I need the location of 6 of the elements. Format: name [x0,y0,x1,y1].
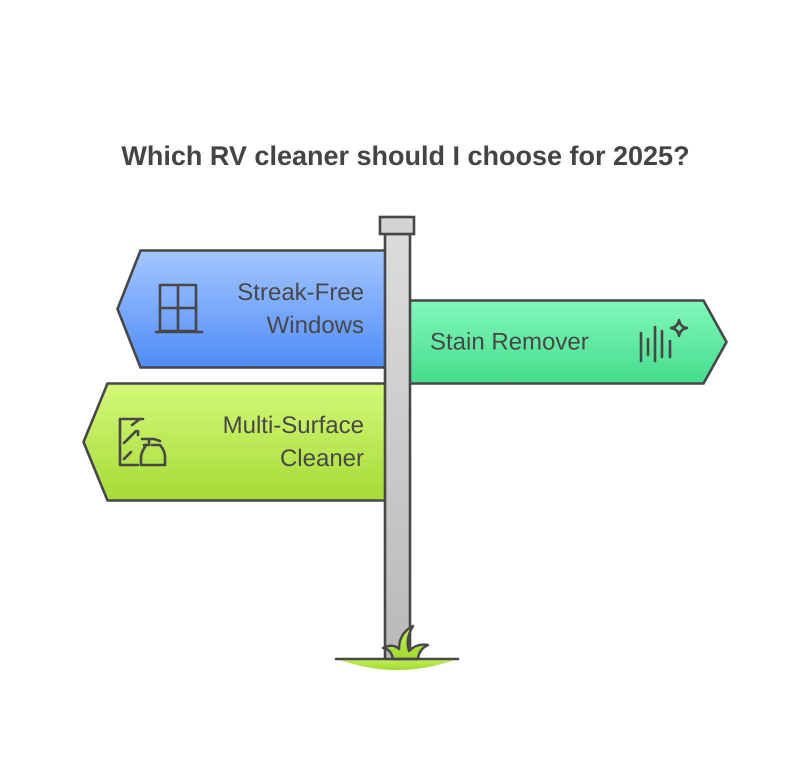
arrow-signboard [116,249,386,369]
title: Which RV cleaner should I choose for 2025? [121,141,690,172]
sign-label: Multi-Surface Cleaner [222,411,364,474]
sign-label: Streak-Free Windows [236,278,364,341]
sign-label: Stain Remover [430,328,589,358]
arrow-signboard [82,382,386,502]
